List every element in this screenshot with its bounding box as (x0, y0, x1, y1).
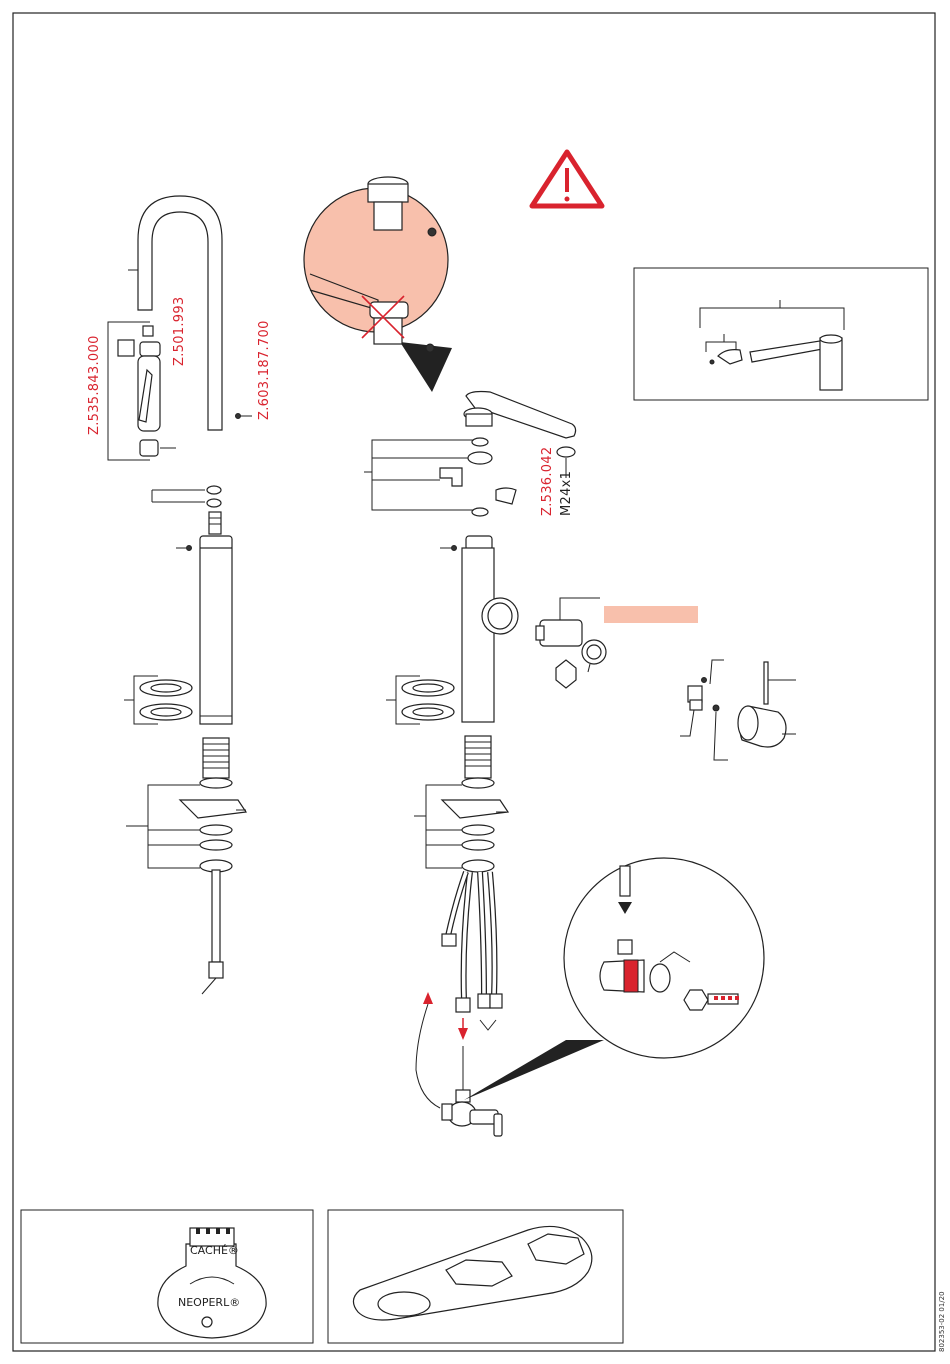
part-number-z536042: Z.536.042 (540, 447, 555, 517)
lever-inset (634, 268, 928, 400)
aerator-key-panel (21, 1210, 313, 1343)
neoperl-label: NEOPERL® (178, 1296, 240, 1309)
part-number-z603187700: Z.603.187.700 (257, 320, 272, 420)
part-number-z535843000: Z.535.843.000 (87, 335, 102, 435)
warning-triangle-icon (532, 152, 602, 206)
thread-spec: M24x1 (559, 471, 574, 516)
highlight-bar (604, 606, 698, 623)
hose-connection-detail (464, 858, 764, 1100)
warning-detail (304, 177, 452, 392)
cache-label: CACHÉ® (190, 1244, 239, 1257)
document-code: 802353-02 01/20 (938, 1291, 946, 1352)
part-number-z501993: Z.501.993 (172, 297, 187, 367)
handle-parts (680, 660, 796, 760)
wrench-panel (328, 1210, 623, 1343)
